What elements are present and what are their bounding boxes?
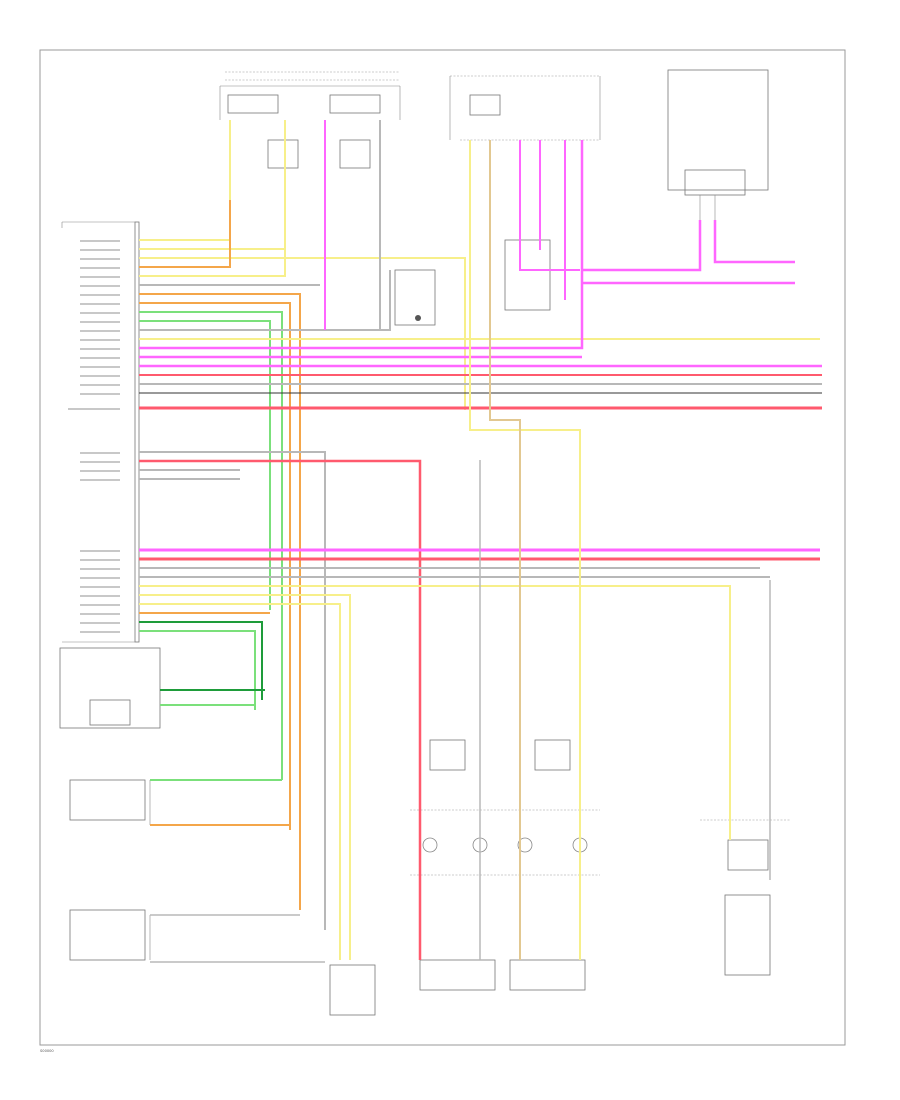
footer-code: S00000 [40, 1049, 54, 1053]
module-pin-labels [68, 240, 120, 633]
module-wires [139, 120, 822, 960]
front-airbag-connector [219, 71, 401, 169]
bottom-wires [150, 689, 325, 963]
seat-belt-pretensioner [329, 739, 600, 1016]
left-side-sensors [59, 647, 161, 961]
right-belt-sensor [700, 819, 790, 976]
inflatable-restraint-module [61, 221, 140, 643]
ground-icon [394, 269, 436, 326]
passenger-presence-module [667, 69, 769, 220]
top-vertical-wires [324, 120, 795, 960]
diagram-frame [39, 49, 846, 1046]
steering-wheel-connector [449, 75, 601, 311]
